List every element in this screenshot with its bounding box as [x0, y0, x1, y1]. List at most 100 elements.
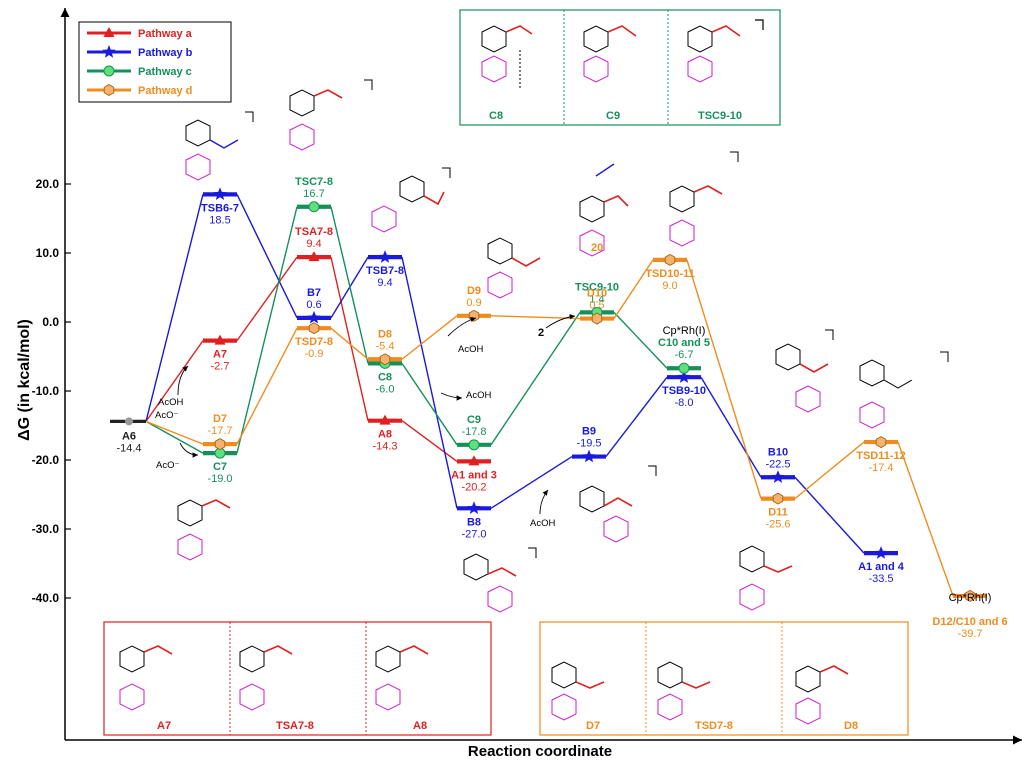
pathway-d-connector — [330, 327, 369, 360]
pathway-b-connector — [794, 476, 865, 554]
pathway-d-connector — [686, 259, 762, 499]
arrow-aco-c7 — [179, 442, 199, 458]
value-d7: -17.7 — [207, 425, 232, 437]
pathway-c-connector — [236, 206, 298, 454]
label-tsb9-10: TSB9-10 — [662, 385, 706, 397]
pathway-c-connector — [145, 420, 204, 454]
label-tsd7-8: TSD7-8 — [295, 336, 333, 348]
marker-d12-c10-and-6 — [964, 589, 976, 602]
annotation-aco-c7: AcO⁻ — [156, 460, 180, 471]
panel-label-tsd7-8: TSD7-8 — [695, 720, 733, 732]
level-markers — [125, 187, 976, 602]
pathway-d-connector — [236, 327, 298, 445]
marker-d7 — [214, 438, 226, 451]
annotation-acoh-a7: AcOH — [158, 397, 183, 408]
label-d11: D11 — [768, 507, 788, 519]
y-tick-label: 10.0 — [36, 246, 60, 260]
panel-label-c9: C9 — [606, 110, 620, 122]
pathway-b-connector — [490, 455, 573, 509]
value-b7: 0.6 — [306, 299, 321, 311]
value-tsb7-8: 9.4 — [377, 277, 392, 289]
value-d10: 0.5 — [589, 300, 604, 312]
value-tsb6-7: 18.5 — [209, 214, 230, 226]
marker-d11 — [772, 492, 784, 505]
label-tsa7-8: TSA7-8 — [295, 226, 333, 238]
molecule-sketch-tsd7-8 — [657, 661, 711, 721]
marker-a1-and-3 — [468, 455, 480, 466]
label-tsb6-7: TSB6-7 — [201, 202, 239, 214]
label-c10-and-5: C10 and 5 — [658, 337, 710, 349]
value-d11: -25.6 — [765, 519, 790, 531]
molecule-sketch-d11 — [739, 545, 793, 611]
pathway-c-connector — [490, 311, 581, 446]
annotation-arrows — [177, 314, 576, 515]
y-axis-label: ΔG (in kcal/mol) — [16, 319, 33, 441]
extra-d12-c10-and-6: Cp*Rh(I) — [949, 592, 992, 604]
label-a8: A8 — [378, 429, 392, 441]
value-b8: -27.0 — [461, 528, 486, 540]
panel-label-d7: D7 — [586, 720, 600, 732]
label-a1-and-4: A1 and 4 — [858, 561, 905, 573]
pathway-c-connector — [401, 363, 458, 446]
label-d8: D8 — [378, 328, 392, 340]
marker-tsb7-8 — [378, 250, 392, 263]
series-connectors — [145, 194, 954, 597]
legend-marker — [103, 65, 115, 77]
value-c9: -17.8 — [461, 426, 486, 438]
pathway-b-connector — [605, 376, 668, 457]
pathway-a-connector — [401, 420, 458, 462]
label-b7: B7 — [307, 287, 321, 299]
energy-levels — [110, 192, 987, 599]
value-a1-and-4: -33.5 — [868, 573, 893, 585]
label-tsd11-12: TSD11-12 — [856, 450, 906, 462]
label-tsc9-10: TSC9-10 — [575, 281, 619, 293]
pathway-c-connector — [330, 206, 369, 364]
molecule-sketch-c8 — [481, 25, 533, 90]
annotation-acoh-d9: AcOH — [458, 344, 483, 355]
label-tsd10-11: TSD10-11 — [645, 268, 695, 280]
pathway-b-connector — [401, 256, 458, 509]
molecule-sketch-tsc9-10 — [687, 19, 764, 83]
pathway-a-connector — [236, 256, 298, 342]
molecule-sketch-a7 — [119, 645, 173, 711]
label-b9: B9 — [582, 426, 596, 438]
value-tsc9-10: 1.4 — [589, 293, 604, 305]
panel-label-a8: A8 — [413, 720, 427, 732]
legend-label: Pathway d — [138, 85, 192, 97]
label-b10: B10 — [768, 446, 788, 458]
value-d9: 0.9 — [466, 297, 481, 309]
label-c7: C7 — [213, 461, 227, 473]
marker-tsb9-10 — [677, 370, 691, 383]
molecule-sketch-b10 — [775, 329, 834, 413]
molecule-sketch-tsa7-8 — [239, 645, 293, 711]
structure-label-20: 20 — [591, 242, 603, 254]
label-d12-c10-and-6: D12/C10 and 6 — [932, 616, 1007, 628]
molecule-sketch-d7 — [551, 661, 605, 721]
marker-tsd11-12 — [875, 436, 887, 449]
bottom-left-structures-box: A7 TSA7-8 A8 — [103, 621, 492, 736]
label-tsb7-8: TSB7-8 — [366, 265, 404, 277]
pathway-b-connector — [145, 194, 204, 422]
arrow-acoh-d9 — [447, 316, 477, 337]
molecule-sketch-b9 — [579, 465, 657, 543]
pathway-d-connector — [794, 441, 865, 500]
value-a6: -14.4 — [116, 442, 141, 454]
arrow-acoh-b9 — [539, 489, 549, 515]
arrow-2-d10 — [545, 314, 576, 329]
pathway-a-connector — [330, 256, 369, 421]
value-a1-and-3: -20.2 — [461, 481, 486, 493]
molecule-sketch-c9 — [583, 25, 637, 83]
y-tick-label: -30.0 — [32, 522, 60, 536]
y-tick-label: 20.0 — [36, 177, 60, 191]
value-tsd7-8: -0.9 — [305, 348, 324, 360]
y-tick-label: -10.0 — [32, 384, 60, 398]
panel-label-d8: D8 — [844, 720, 858, 732]
label-tsc7-8: TSC7-8 — [295, 176, 333, 188]
top-structures-box: C8 C9 TSC9-10 — [459, 9, 781, 126]
marker-a1-and-4 — [874, 546, 888, 559]
molecule-sketch-a8 — [375, 645, 429, 711]
pathway-b-connector — [236, 194, 298, 319]
molecule-sketch-20 — [579, 163, 629, 257]
pathway-d-connector — [145, 420, 204, 445]
